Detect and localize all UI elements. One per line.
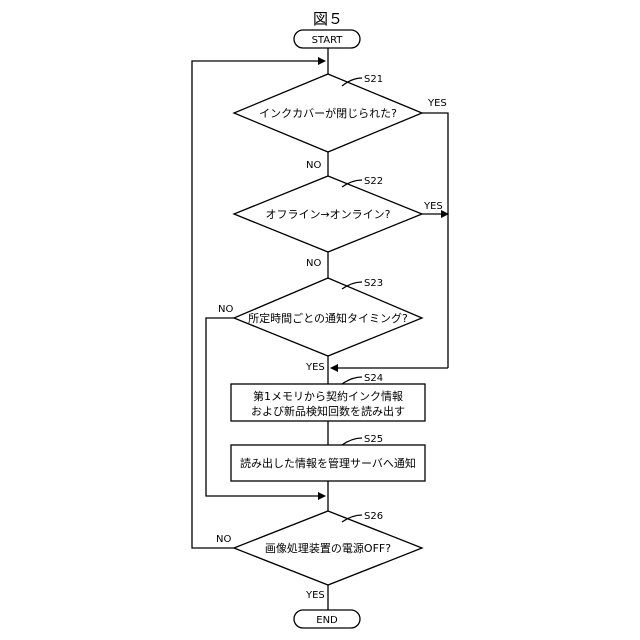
s26-no-label: NO: [216, 534, 231, 545]
end-label: END: [316, 615, 338, 626]
s22-no-label: NO: [306, 258, 321, 269]
s23-yes-label: YES: [305, 362, 325, 373]
s23-no-label: NO: [218, 304, 233, 315]
s25-text: 読み出した情報を管理サーバへ通知: [240, 456, 416, 470]
s21-text: インクカバーが閉じられた?: [259, 106, 397, 120]
s25-id: S25: [364, 434, 383, 445]
s23-id: S23: [364, 278, 383, 289]
decision-s23: 所定時間ごとの通知タイミング? S23 NO YES: [218, 278, 422, 373]
s26-yes-label: YES: [305, 590, 325, 601]
s21-id: S21: [364, 74, 383, 85]
figure-title: 図５: [313, 10, 343, 28]
s26-id: S26: [364, 511, 383, 522]
start-label: START: [312, 35, 344, 46]
s24-text-line1: 第1メモリから契約インク情報: [253, 389, 403, 403]
decision-s22: オフライン→オンライン? S22 YES NO: [234, 176, 443, 269]
start-terminal: START: [294, 30, 360, 48]
s24-id: S24: [364, 373, 383, 384]
decision-s21: インクカバーが閉じられた? S21 YES NO: [234, 74, 447, 171]
s21-yes-label: YES: [427, 98, 447, 109]
s24-callout: [342, 377, 362, 384]
s21-no-label: NO: [306, 160, 321, 171]
end-terminal: END: [294, 610, 360, 628]
s24-text-line2: および新品検知回数を読み出す: [251, 404, 405, 418]
s26-text: 画像処理装置の電源OFF?: [265, 541, 391, 555]
decision-s26: 画像処理装置の電源OFF? S26 NO YES: [216, 511, 422, 601]
s22-yes-label: YES: [423, 201, 443, 212]
s22-text: オフライン→オンライン?: [265, 208, 390, 221]
s23-text: 所定時間ごとの通知タイミング?: [248, 311, 408, 325]
s25-callout: [342, 438, 362, 445]
s22-id: S22: [364, 176, 383, 187]
